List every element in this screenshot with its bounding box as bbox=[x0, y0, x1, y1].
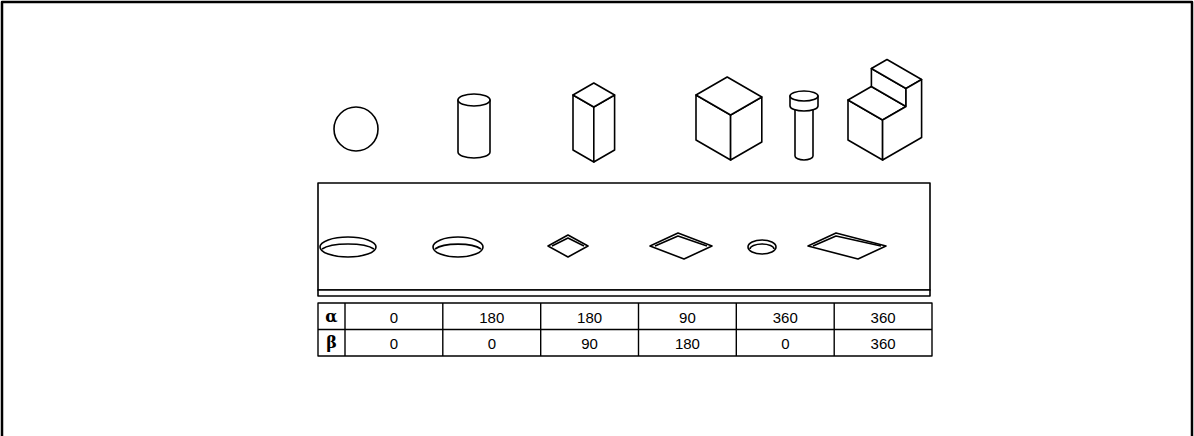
plate-holes bbox=[320, 233, 886, 259]
table-row-header: α bbox=[325, 309, 337, 325]
table-cell: 90 bbox=[581, 336, 598, 351]
table-row-header: β bbox=[326, 335, 337, 351]
table-cell: 90 bbox=[679, 309, 696, 324]
table-cell: 360 bbox=[773, 309, 798, 324]
rectangular-block-part bbox=[696, 77, 762, 160]
table-cell: 0 bbox=[781, 336, 789, 351]
table-cell: 360 bbox=[871, 309, 896, 324]
headed-pin-part bbox=[790, 91, 818, 160]
table-cell: 0 bbox=[390, 309, 398, 324]
table-cell: 180 bbox=[675, 336, 700, 351]
table-cell: 180 bbox=[479, 309, 504, 324]
stepped-block-part bbox=[848, 60, 922, 161]
table-cell: 0 bbox=[390, 336, 398, 351]
table-cell: 360 bbox=[871, 336, 896, 351]
sphere-part bbox=[334, 107, 378, 151]
table-cell: 0 bbox=[488, 336, 496, 351]
square-prism-part bbox=[573, 83, 615, 162]
cylinder-part bbox=[458, 94, 490, 158]
table-grid bbox=[318, 303, 932, 356]
hole-plate bbox=[318, 183, 930, 296]
table-cell: 180 bbox=[577, 309, 602, 324]
